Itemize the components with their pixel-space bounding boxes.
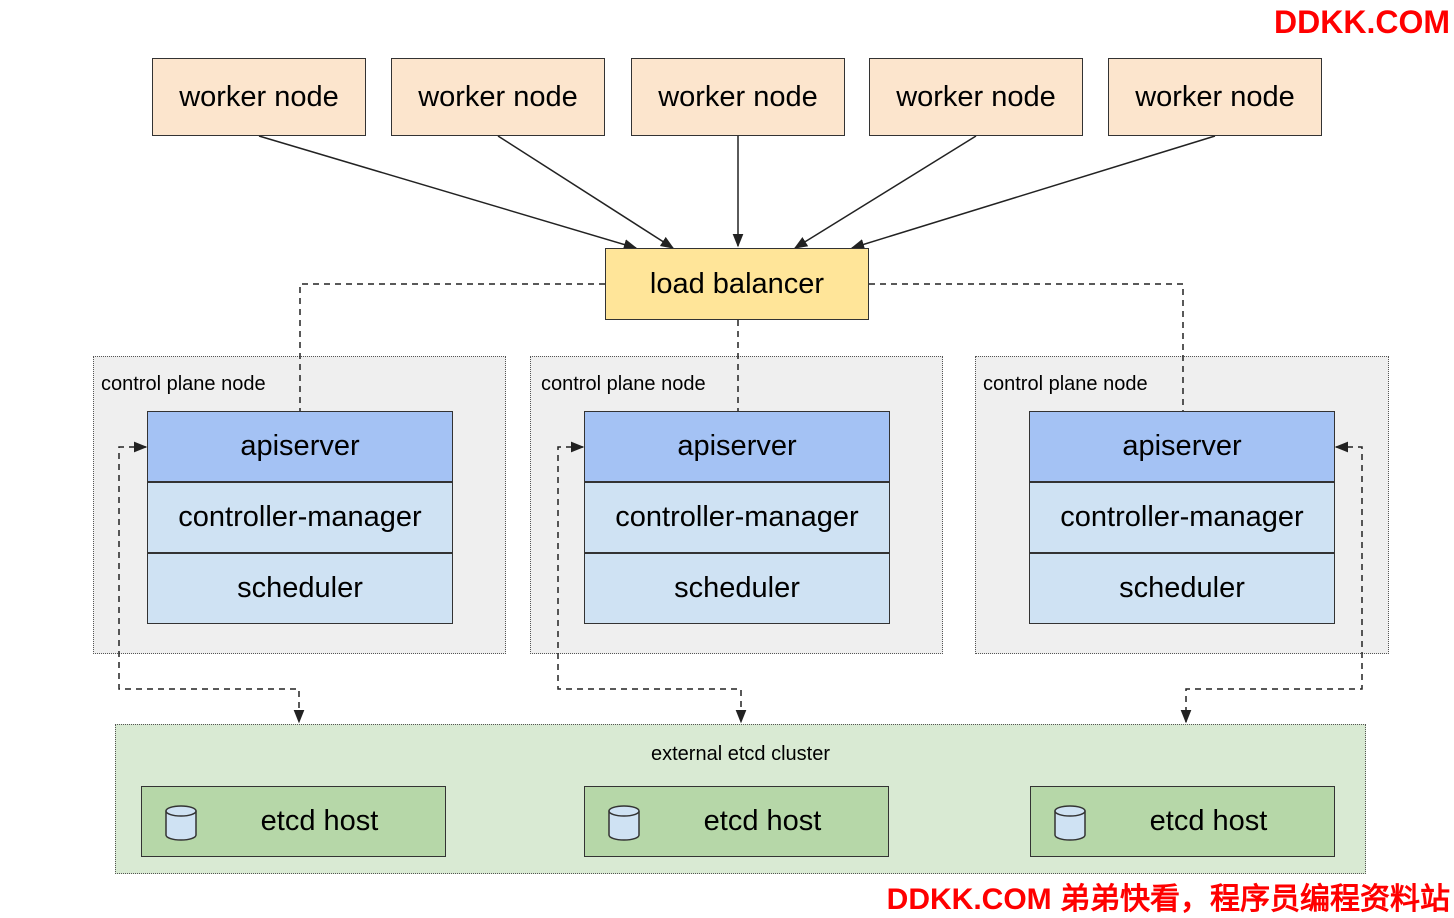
database-cylinder-icon bbox=[1054, 805, 1086, 841]
apiserver: apiserver bbox=[584, 411, 890, 482]
etcd-host-2: etcd host bbox=[584, 786, 889, 857]
etcd-host-label: etcd host bbox=[703, 805, 822, 837]
controller-manager: controller-manager bbox=[584, 482, 890, 553]
worker-node-4: worker node bbox=[869, 58, 1083, 136]
scheduler: scheduler bbox=[584, 553, 890, 624]
watermark-bottom: DDKK.COM 弟弟快看，程序员编程资料站 bbox=[886, 883, 1450, 916]
load-balancer: load balancer bbox=[605, 248, 869, 320]
etcd-cluster-label: external etcd cluster bbox=[651, 743, 830, 765]
worker-to-lb-arrows bbox=[258, 135, 1216, 250]
control-plane-stack-3: apiserver controller-manager scheduler bbox=[1029, 411, 1335, 625]
lb-to-apiserver-lines bbox=[299, 283, 1184, 411]
control-plane-stack-1: apiserver controller-manager scheduler bbox=[147, 411, 453, 625]
controller-manager: controller-manager bbox=[147, 482, 453, 553]
scheduler: scheduler bbox=[1029, 553, 1335, 624]
scheduler: scheduler bbox=[147, 553, 453, 624]
controller-manager: controller-manager bbox=[1029, 482, 1335, 553]
control-plane-node-label: control plane node bbox=[541, 373, 706, 395]
control-plane-node-label: control plane node bbox=[983, 373, 1148, 395]
etcd-host-label: etcd host bbox=[260, 805, 379, 837]
worker-node-5: worker node bbox=[1108, 58, 1322, 136]
database-cylinder-icon bbox=[608, 805, 640, 841]
control-plane-node-label: control plane node bbox=[101, 373, 266, 395]
apiserver-to-etcd-lines bbox=[118, 441, 1363, 724]
etcd-host-label: etcd host bbox=[1149, 805, 1268, 837]
worker-node-1: worker node bbox=[152, 58, 366, 136]
database-cylinder-icon bbox=[165, 805, 197, 841]
etcd-host-3: etcd host bbox=[1030, 786, 1335, 857]
watermark-top: DDKK.COM bbox=[1274, 4, 1450, 40]
apiserver: apiserver bbox=[1029, 411, 1335, 482]
worker-node-3: worker node bbox=[631, 58, 845, 136]
apiserver: apiserver bbox=[147, 411, 453, 482]
worker-node-2: worker node bbox=[391, 58, 605, 136]
etcd-host-1: etcd host bbox=[141, 786, 446, 857]
control-plane-stack-2: apiserver controller-manager scheduler bbox=[584, 411, 890, 625]
